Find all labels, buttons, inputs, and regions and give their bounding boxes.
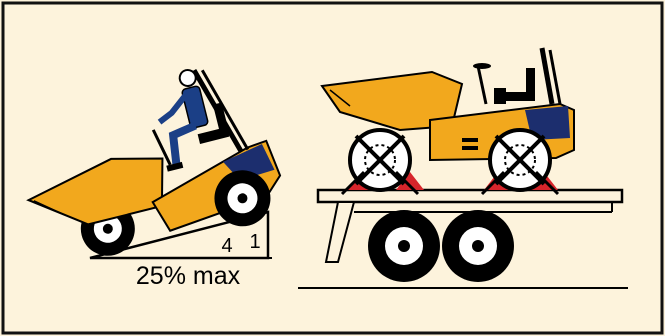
ramp-run-label: 4 bbox=[221, 235, 232, 257]
max-slope-label: 25% max bbox=[136, 262, 241, 290]
trailer-deck bbox=[318, 190, 622, 202]
ramp-rise-label: 1 bbox=[249, 231, 260, 253]
trailer-wheel-1 bbox=[368, 210, 440, 282]
trailer-wheel-2 bbox=[442, 210, 514, 282]
